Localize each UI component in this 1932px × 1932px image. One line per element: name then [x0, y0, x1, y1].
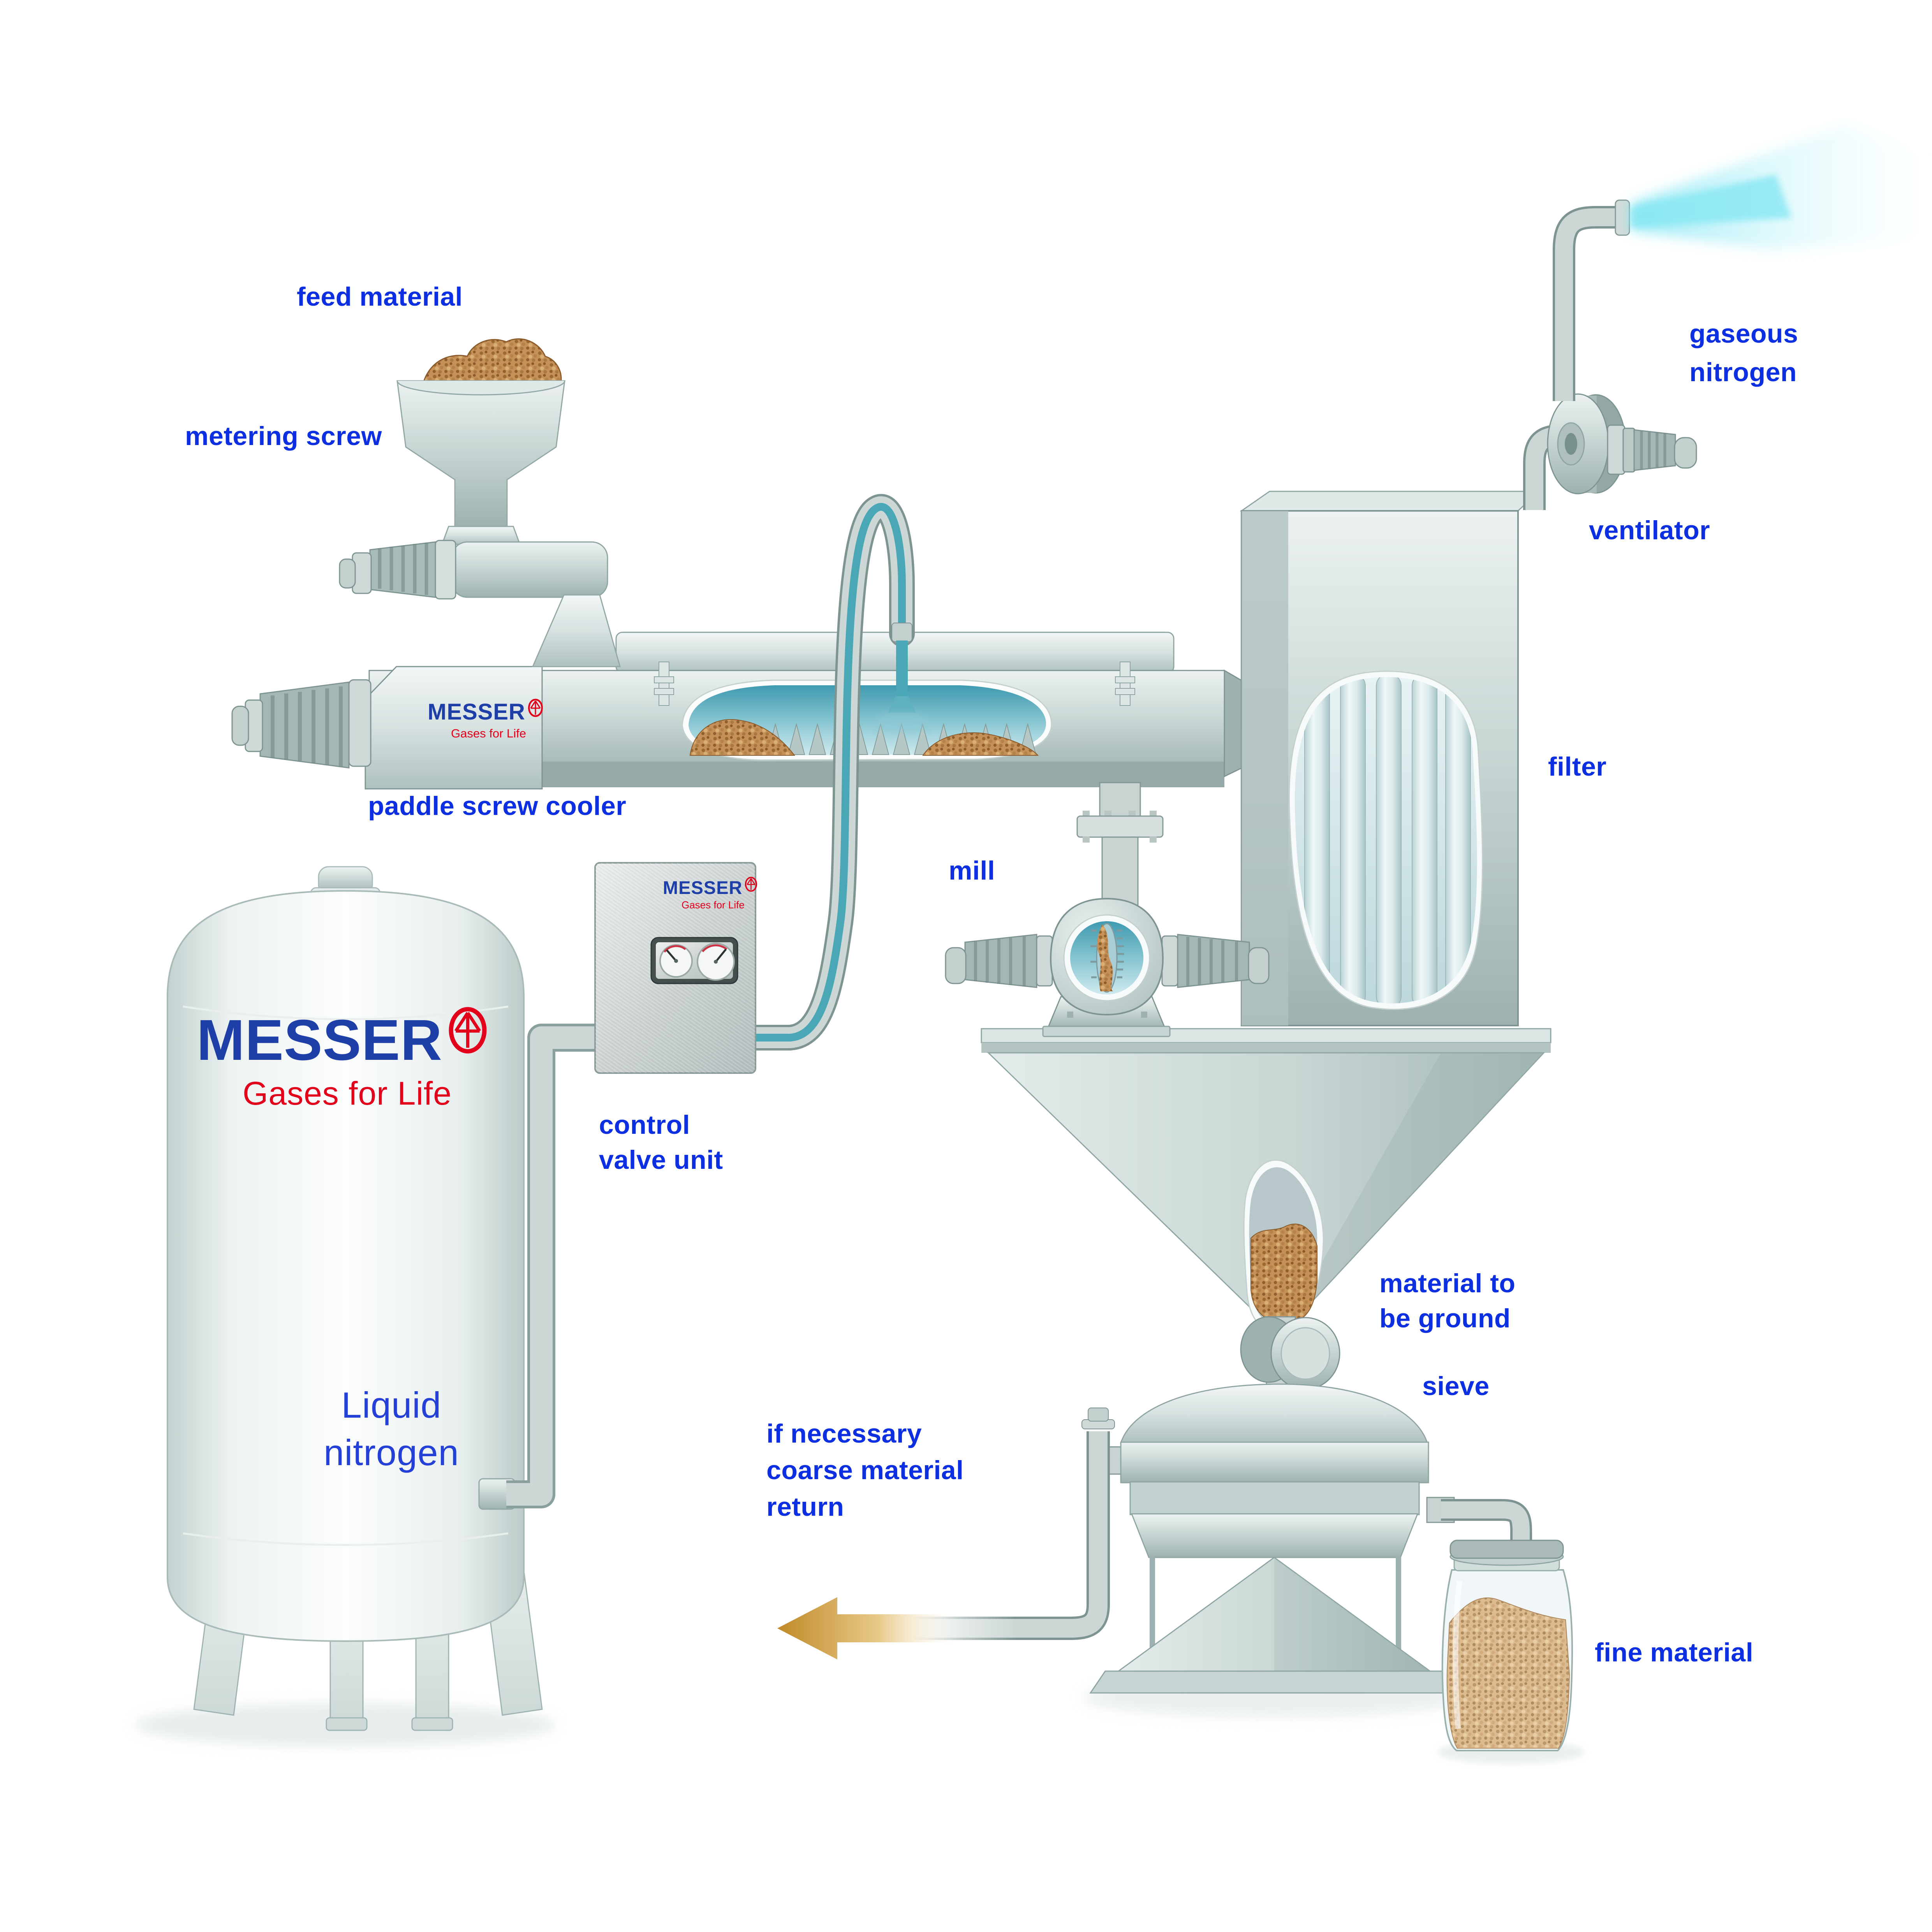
label-metering-screw: metering screw	[185, 421, 382, 451]
left-arrow-icon	[777, 1597, 962, 1659]
feed-hopper-and-metering-screw	[339, 338, 621, 667]
control-valve-unit	[594, 862, 756, 1074]
nitrogen-injection-pipe	[742, 494, 930, 1050]
messer-star-icon	[745, 876, 757, 892]
label-material-to-be-ground: material to be ground	[1379, 1269, 1516, 1333]
messer-star-icon	[449, 1007, 487, 1054]
filter-cartridges	[1304, 677, 1471, 1003]
label-paddle-screw-cooler: paddle screw cooler	[368, 791, 627, 821]
brand-name: MESSER	[428, 699, 525, 725]
gaseous-nitrogen-spray	[1631, 125, 1932, 249]
cooler-to-mill-pipe	[1076, 782, 1164, 912]
pressure-gauge	[659, 944, 693, 978]
label-liquid-nitrogen: Liquid nitrogen	[324, 1385, 459, 1473]
gas-exhaust-pipe	[1553, 199, 1630, 401]
filter-unit	[1240, 491, 1541, 1026]
messer-star-icon	[528, 699, 543, 717]
messer-logo-cooler: MESSER Gases for Life	[428, 699, 543, 741]
label-gaseous-nitrogen: gaseous nitrogen	[1689, 319, 1798, 387]
brand-tagline: Gases for Life	[243, 1075, 452, 1112]
ventilator	[1547, 393, 1697, 494]
material-to-be-ground-heap	[1250, 1223, 1317, 1324]
liquid-nitrogen-tank	[135, 866, 556, 1746]
brand-tagline: Gases for Life	[682, 899, 745, 911]
sieve	[1083, 1383, 1464, 1717]
label-sieve: sieve	[1422, 1371, 1490, 1401]
material-in-mill	[1097, 924, 1113, 991]
mill	[945, 897, 1270, 1037]
label-mill: mill	[949, 856, 995, 885]
label-ventilator: ventilator	[1589, 516, 1710, 545]
fine-material-granules	[1446, 1597, 1570, 1749]
pressure-gauge	[697, 943, 735, 981]
label-feed-material: feed material	[297, 282, 463, 311]
lid-clamp	[1115, 662, 1135, 706]
collecting-hopper	[981, 1028, 1552, 1353]
label-filter: filter	[1548, 752, 1607, 781]
liquid-nitrogen-supply-pipe	[506, 1024, 602, 1508]
messer-logo-control-valve: MESSER Gases for Life	[663, 876, 757, 911]
brand-name: MESSER	[197, 1008, 443, 1072]
coarse-material-return-pipe	[777, 1408, 1115, 1659]
fine-material-line-and-bag	[1437, 1499, 1585, 1764]
label-fine-material: fine material	[1595, 1638, 1754, 1667]
label-coarse-material-return: if necessary coarse material return	[766, 1419, 964, 1522]
brand-tagline: Gases for Life	[451, 727, 526, 740]
label-control-valve-unit: control valve unit	[599, 1110, 723, 1175]
rotary-valve	[1240, 1316, 1340, 1390]
brand-name: MESSER	[663, 877, 743, 898]
messer-logo-tank: MESSER Gases for Life	[197, 1007, 488, 1112]
feed-material-heap	[422, 338, 562, 388]
lid-clamp	[654, 662, 674, 706]
